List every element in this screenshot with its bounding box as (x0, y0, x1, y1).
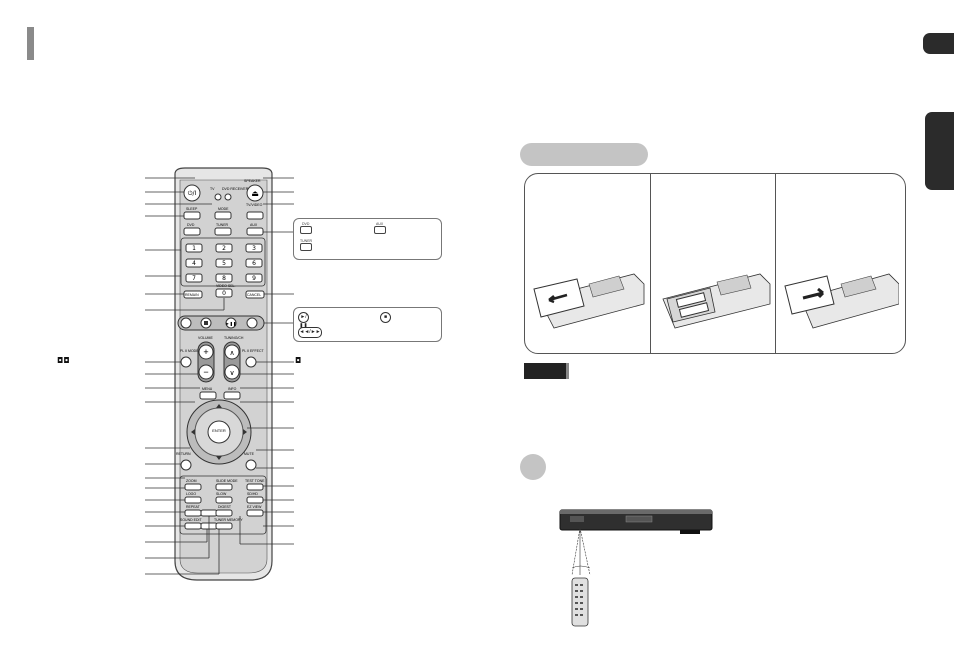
svg-text:INFO: INFO (228, 387, 237, 391)
svg-text:MENU: MENU (202, 387, 213, 391)
panel-divider-2 (775, 174, 776, 353)
dvd-mini-label: DVD (302, 222, 310, 226)
svg-text:DIGEST: DIGEST (218, 505, 232, 509)
svg-text:VOLUME: VOLUME (198, 336, 213, 340)
svg-text:SD/HD: SD/HD (247, 492, 258, 496)
svg-text:PL II EFFECT: PL II EFFECT (242, 349, 265, 353)
svg-text:CANCEL: CANCEL (247, 293, 261, 297)
svg-text:5: 5 (222, 260, 226, 267)
aux-mini-label: AUX (376, 222, 384, 226)
svg-text:+: + (203, 347, 208, 357)
svg-text:MUTE: MUTE (244, 452, 255, 456)
step-number-circle (520, 454, 546, 480)
svg-text:SPEAKER: SPEAKER (244, 179, 261, 183)
replace-cover-figure (784, 273, 899, 329)
transport-legend-box: ►/❚❚ ■ ◄◄/►► (293, 307, 442, 342)
svg-text:∨: ∨ (229, 370, 234, 377)
insert-batteries-figure (662, 273, 771, 329)
svg-text:4: 4 (192, 260, 196, 267)
svg-text:AUX: AUX (250, 223, 258, 227)
svg-text:ENTER: ENTER (212, 428, 226, 433)
svg-text:EZ VIEW: EZ VIEW (247, 505, 262, 509)
section-heading-pill (520, 143, 648, 166)
svg-text:DVD: DVD (187, 223, 195, 227)
svg-text:TUNER MEMORY: TUNER MEMORY (214, 518, 243, 522)
tuner-mini-label: TUNER (300, 239, 313, 243)
svg-text:SLIDE MODE: SLIDE MODE (216, 479, 238, 483)
operating-range-figure (559, 509, 713, 627)
svg-text:TV: TV (210, 187, 215, 191)
svg-text:PL II MODE: PL II MODE (180, 349, 199, 353)
svg-text:SOUND EDIT: SOUND EDIT (180, 518, 202, 522)
mode-legend-box: DVD AUX TUNER (293, 218, 442, 260)
svg-text:8: 8 (222, 275, 226, 282)
svg-text:MODE: MODE (218, 207, 229, 211)
play-pause-icon: ►/❚❚ (298, 312, 309, 329)
panel-divider-1 (650, 174, 651, 353)
svg-text:DVD RECEIVER: DVD RECEIVER (222, 187, 249, 191)
stop-icon: ■ (380, 312, 391, 323)
svg-text:⏏: ⏏ (251, 189, 259, 198)
svg-text:TUNING/CH: TUNING/CH (224, 336, 244, 340)
dolby-icon: ◘◘ (57, 356, 70, 365)
svg-text:⏻/I: ⏻/I (188, 190, 197, 197)
tuner-mini-button (300, 243, 312, 251)
svg-text:0: 0 (222, 290, 226, 297)
svg-text:SLOW: SLOW (216, 492, 227, 496)
svg-text:∧: ∧ (229, 350, 234, 357)
svg-text:TUNER: TUNER (216, 223, 229, 227)
remove-cover-figure (533, 273, 645, 329)
svg-text:►❚❚: ►❚❚ (226, 321, 237, 326)
svg-text:SLEEP: SLEEP (186, 207, 198, 211)
svg-text:VIDEO SEL.: VIDEO SEL. (216, 284, 235, 288)
svg-text:−: − (203, 367, 208, 377)
svg-text:REPEAT: REPEAT (186, 505, 201, 509)
title-accent-bar (27, 27, 34, 60)
svg-text:6: 6 (252, 260, 256, 267)
battery-installation-panel (524, 173, 906, 354)
svg-text:3: 3 (252, 245, 256, 252)
svg-text:REMAIN: REMAIN (185, 293, 199, 297)
svg-text:ZOOM: ZOOM (186, 479, 197, 483)
svg-text:TV/VIDEO: TV/VIDEO (246, 203, 263, 207)
dolby-icon-right: ◘ (295, 356, 302, 365)
note-label-tag (524, 363, 569, 379)
svg-text:LOGO: LOGO (186, 492, 196, 496)
svg-text:9: 9 (252, 275, 256, 282)
dvd-mini-button (300, 226, 312, 234)
section-side-tab (925, 112, 954, 190)
svg-text:RETURN: RETURN (176, 452, 191, 456)
svg-text:7: 7 (192, 275, 196, 282)
svg-text:2: 2 (222, 245, 226, 252)
svg-text:1: 1 (192, 245, 196, 252)
remote-svg: ⏻/I ⏏ TV DVD RECEIVER SPEAKER SLEEP MODE… (145, 167, 294, 581)
skip-icon: ◄◄/►► (298, 327, 322, 338)
language-tab (923, 33, 954, 54)
svg-text:TEST TONE: TEST TONE (245, 479, 265, 483)
remote-control-diagram: ⏻/I ⏏ TV DVD RECEIVER SPEAKER SLEEP MODE… (140, 166, 442, 586)
aux-mini-button (374, 226, 386, 234)
